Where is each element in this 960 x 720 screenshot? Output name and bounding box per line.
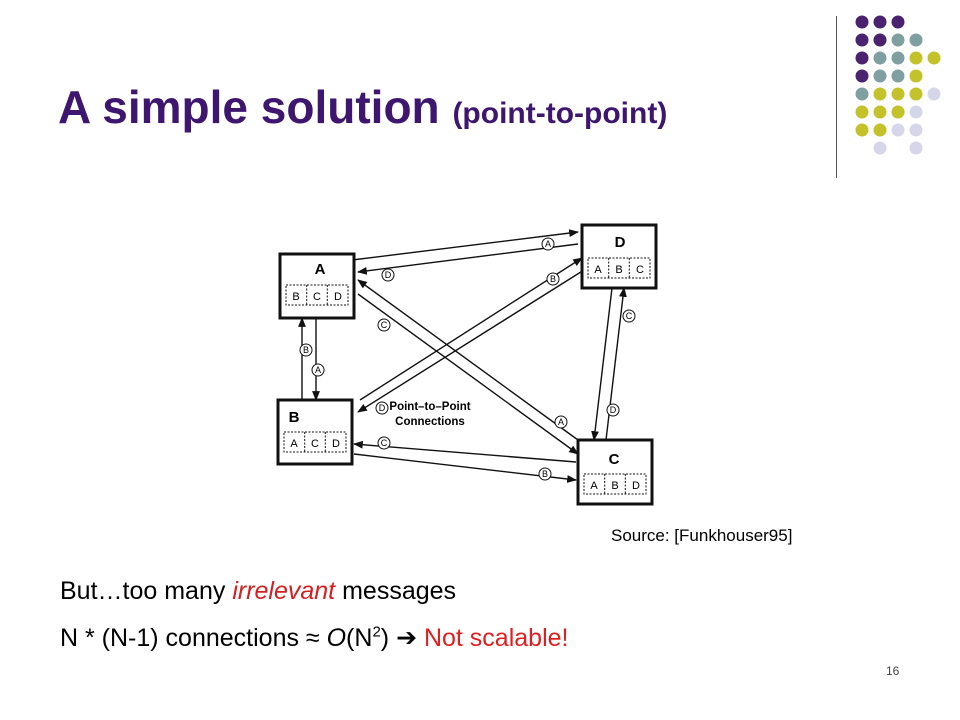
arrow-labels: A D B C B A D A C B C D bbox=[299, 237, 636, 481]
node-a-cell-1: B bbox=[292, 291, 299, 303]
node-d-cell-3: C bbox=[636, 264, 644, 276]
node-b-cell-2: C bbox=[311, 438, 319, 450]
node-c-cell-3: D bbox=[632, 480, 640, 492]
dot-row-1 bbox=[855, 15, 905, 29]
arrow-a-to-c bbox=[357, 293, 579, 455]
arrow-d-to-c bbox=[591, 287, 613, 441]
body-line-1: But…too many irrelevant messages bbox=[60, 577, 456, 606]
svg-text:C: C bbox=[381, 438, 388, 448]
arrow-c-to-a bbox=[357, 279, 579, 441]
slide-title: A simple solution (point-to-point) bbox=[58, 80, 667, 134]
line1-emphasis: irrelevant bbox=[232, 577, 336, 605]
arrow-d-to-b bbox=[357, 269, 585, 413]
label-d-to-b: D bbox=[375, 401, 389, 415]
dot-row-5 bbox=[855, 87, 941, 101]
line2-not-scalable: Not scalable! bbox=[417, 624, 569, 652]
svg-text:B: B bbox=[303, 345, 309, 355]
node-d: D A B C bbox=[580, 223, 658, 290]
svg-text:B: B bbox=[550, 274, 556, 284]
diagram-caption-line1: Point–to–Point bbox=[389, 401, 470, 413]
node-d-name: D bbox=[615, 234, 626, 251]
node-c: C A B D bbox=[576, 438, 654, 506]
arrow-c-to-b bbox=[353, 440, 577, 463]
label-a-to-c: A bbox=[554, 415, 568, 429]
header-divider-line bbox=[836, 16, 837, 178]
node-b-name: B bbox=[289, 409, 300, 426]
svg-text:C: C bbox=[626, 311, 633, 321]
node-d-cell-1: A bbox=[594, 264, 602, 276]
label-b-to-c: B bbox=[538, 467, 552, 481]
node-a-name: A bbox=[315, 261, 326, 278]
svg-text:D: D bbox=[379, 403, 386, 413]
node-c-cell-2: B bbox=[611, 480, 618, 492]
label-c-to-b: C bbox=[377, 436, 391, 450]
line2-part1: N * (N-1) connections ≈ bbox=[60, 624, 327, 652]
dot-row-3 bbox=[855, 51, 941, 65]
dot-row-7 bbox=[855, 123, 923, 137]
node-b: B A C D bbox=[276, 398, 354, 466]
svg-text:D: D bbox=[610, 405, 617, 415]
line2-o-letter: O bbox=[326, 624, 347, 652]
arrow-a-to-d bbox=[351, 229, 579, 261]
node-a: A B C D bbox=[278, 252, 356, 320]
line2-exponent: 2 bbox=[372, 623, 381, 641]
dot-row-2 bbox=[855, 33, 923, 47]
line2-part2: (N bbox=[346, 624, 373, 652]
label-c-to-a: C bbox=[377, 318, 391, 332]
svg-text:A: A bbox=[545, 239, 551, 249]
body-line-2: N * (N-1) connections ≈ O(N2) ➔ Not scal… bbox=[60, 623, 568, 653]
source-citation: Source: [Funkhouser95] bbox=[611, 526, 793, 545]
label-a-to-d: A bbox=[541, 237, 555, 251]
label-a-to-b: A bbox=[311, 363, 325, 377]
node-c-cell-1: A bbox=[590, 480, 598, 492]
node-a-cell-2: C bbox=[313, 291, 321, 303]
arrow-right-icon: ➔ bbox=[396, 624, 418, 652]
point-to-point-diagram: A D B C B A D A C B C D Point–to–Point C… bbox=[276, 223, 658, 506]
node-d-cell-2: B bbox=[615, 264, 622, 276]
dot-row-6 bbox=[855, 105, 923, 119]
label-b-to-a: B bbox=[299, 343, 313, 357]
node-b-cell-3: D bbox=[332, 438, 340, 450]
title-main: A simple solution bbox=[58, 81, 440, 133]
line2-part3: ) bbox=[380, 624, 397, 652]
svg-text:A: A bbox=[315, 365, 321, 375]
line1-prefix: But…too many bbox=[60, 577, 233, 605]
connections bbox=[298, 229, 627, 483]
label-b-to-d: B bbox=[546, 272, 560, 286]
node-c-name: C bbox=[609, 451, 620, 468]
label-d-to-a: D bbox=[381, 268, 395, 282]
label-c-to-d: C bbox=[622, 309, 636, 323]
svg-text:C: C bbox=[381, 320, 388, 330]
arrow-d-to-a bbox=[357, 243, 579, 275]
arrow-b-to-d bbox=[359, 257, 583, 401]
node-b-cell-1: A bbox=[290, 438, 298, 450]
line1-suffix: messages bbox=[335, 577, 457, 605]
dot-row-4 bbox=[855, 69, 923, 83]
dot-row-8 bbox=[873, 141, 923, 155]
node-a-cell-3: D bbox=[334, 291, 342, 303]
title-subtitle: (point-to-point) bbox=[452, 97, 668, 130]
label-d-to-c: D bbox=[606, 403, 620, 417]
svg-text:B: B bbox=[542, 469, 548, 479]
svg-text:A: A bbox=[558, 417, 564, 427]
decorative-dot-grid bbox=[855, 15, 941, 155]
svg-text:D: D bbox=[385, 270, 392, 280]
page-number: 16 bbox=[886, 664, 900, 678]
diagram-caption-line2: Connections bbox=[395, 416, 465, 428]
